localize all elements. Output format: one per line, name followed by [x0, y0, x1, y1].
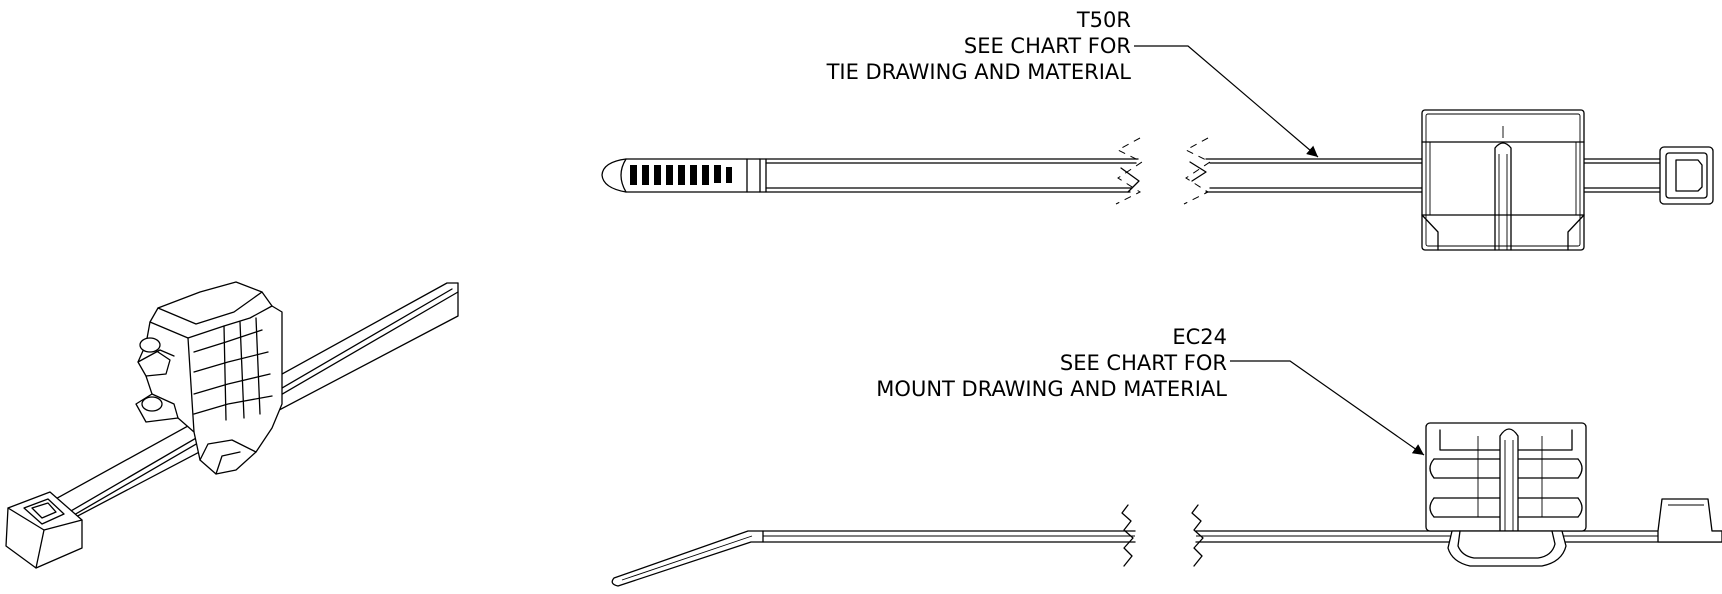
iso-edge-clip: [135, 281, 283, 475]
tie-serrations: [630, 165, 732, 185]
tie-break-symbol: [1115, 137, 1211, 205]
side-tail: [611, 530, 1136, 587]
side-break-symbol: [1121, 504, 1204, 567]
tie-strap-left: [759, 158, 1139, 193]
tie-strap-right: [1205, 158, 1661, 193]
mount-side-view: [1425, 422, 1587, 567]
tie-callout-part-number: T50R: [1076, 8, 1131, 32]
tie-head-side-view: [1657, 498, 1722, 543]
mount-callout-line2: MOUNT DRAWING AND MATERIAL: [876, 377, 1227, 401]
tie-callout-line2: TIE DRAWING AND MATERIAL: [826, 60, 1132, 84]
isometric-view: [5, 281, 459, 569]
tie-callout: T50R SEE CHART FOR TIE DRAWING AND MATER…: [826, 8, 1319, 158]
tie-top-view: [601, 109, 1714, 251]
mount-top-view: [1421, 109, 1585, 251]
tie-leader-arrow: [1134, 45, 1319, 158]
tie-head-top-view: [1659, 146, 1714, 205]
tie-side-view: [611, 422, 1722, 587]
mount-leader-arrow: [1230, 360, 1425, 456]
mount-callout-part-number: EC24: [1172, 325, 1227, 349]
mount-callout-line1: SEE CHART FOR: [1060, 351, 1227, 375]
tie-callout-line1: SEE CHART FOR: [964, 34, 1131, 58]
mount-callout: EC24 SEE CHART FOR MOUNT DRAWING AND MAT…: [876, 325, 1425, 456]
iso-tie-head: [5, 491, 83, 569]
